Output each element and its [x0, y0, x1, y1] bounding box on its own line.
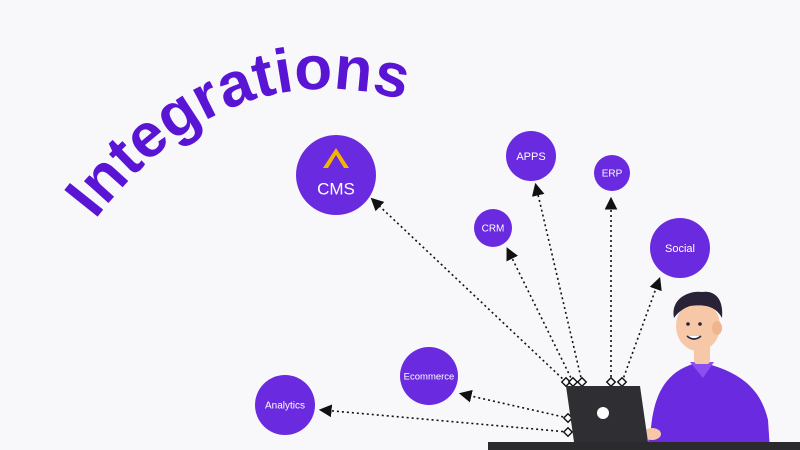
node-social-label: Social: [665, 243, 695, 255]
node-cms-label: CMS: [317, 179, 355, 198]
node-crm: CRM: [474, 209, 512, 247]
node-erp: ERP: [594, 155, 630, 191]
connector-lines: [318, 182, 662, 433]
node-apps: APPS: [506, 131, 556, 181]
connector-apps: [531, 182, 583, 383]
connector-crm: [506, 247, 574, 383]
laptop: [566, 386, 648, 442]
node-social: Social: [650, 218, 710, 278]
person-illustration: [643, 291, 770, 450]
node-cms: CMS: [296, 135, 376, 215]
node-ecommerce-label: Ecommerce: [404, 372, 455, 383]
connector-ecommerce: [458, 389, 569, 419]
node-erp-label: ERP: [602, 169, 623, 180]
node-crm-label: CRM: [482, 224, 505, 235]
node-analytics-label: Analytics: [265, 401, 305, 412]
connector-social: [621, 276, 662, 383]
node-ecommerce: Ecommerce: [400, 347, 458, 405]
triangle-logo-icon-shape: [323, 148, 349, 168]
junction-markers: [560, 376, 628, 438]
laptop-logo: [597, 407, 609, 419]
connector-analytics: [318, 404, 569, 433]
node-analytics: Analytics: [255, 375, 315, 435]
connector-cms: [370, 197, 567, 383]
desk: [488, 442, 800, 450]
node-apps-label: APPS: [516, 151, 545, 163]
hair: [673, 291, 723, 318]
face: [676, 301, 720, 351]
